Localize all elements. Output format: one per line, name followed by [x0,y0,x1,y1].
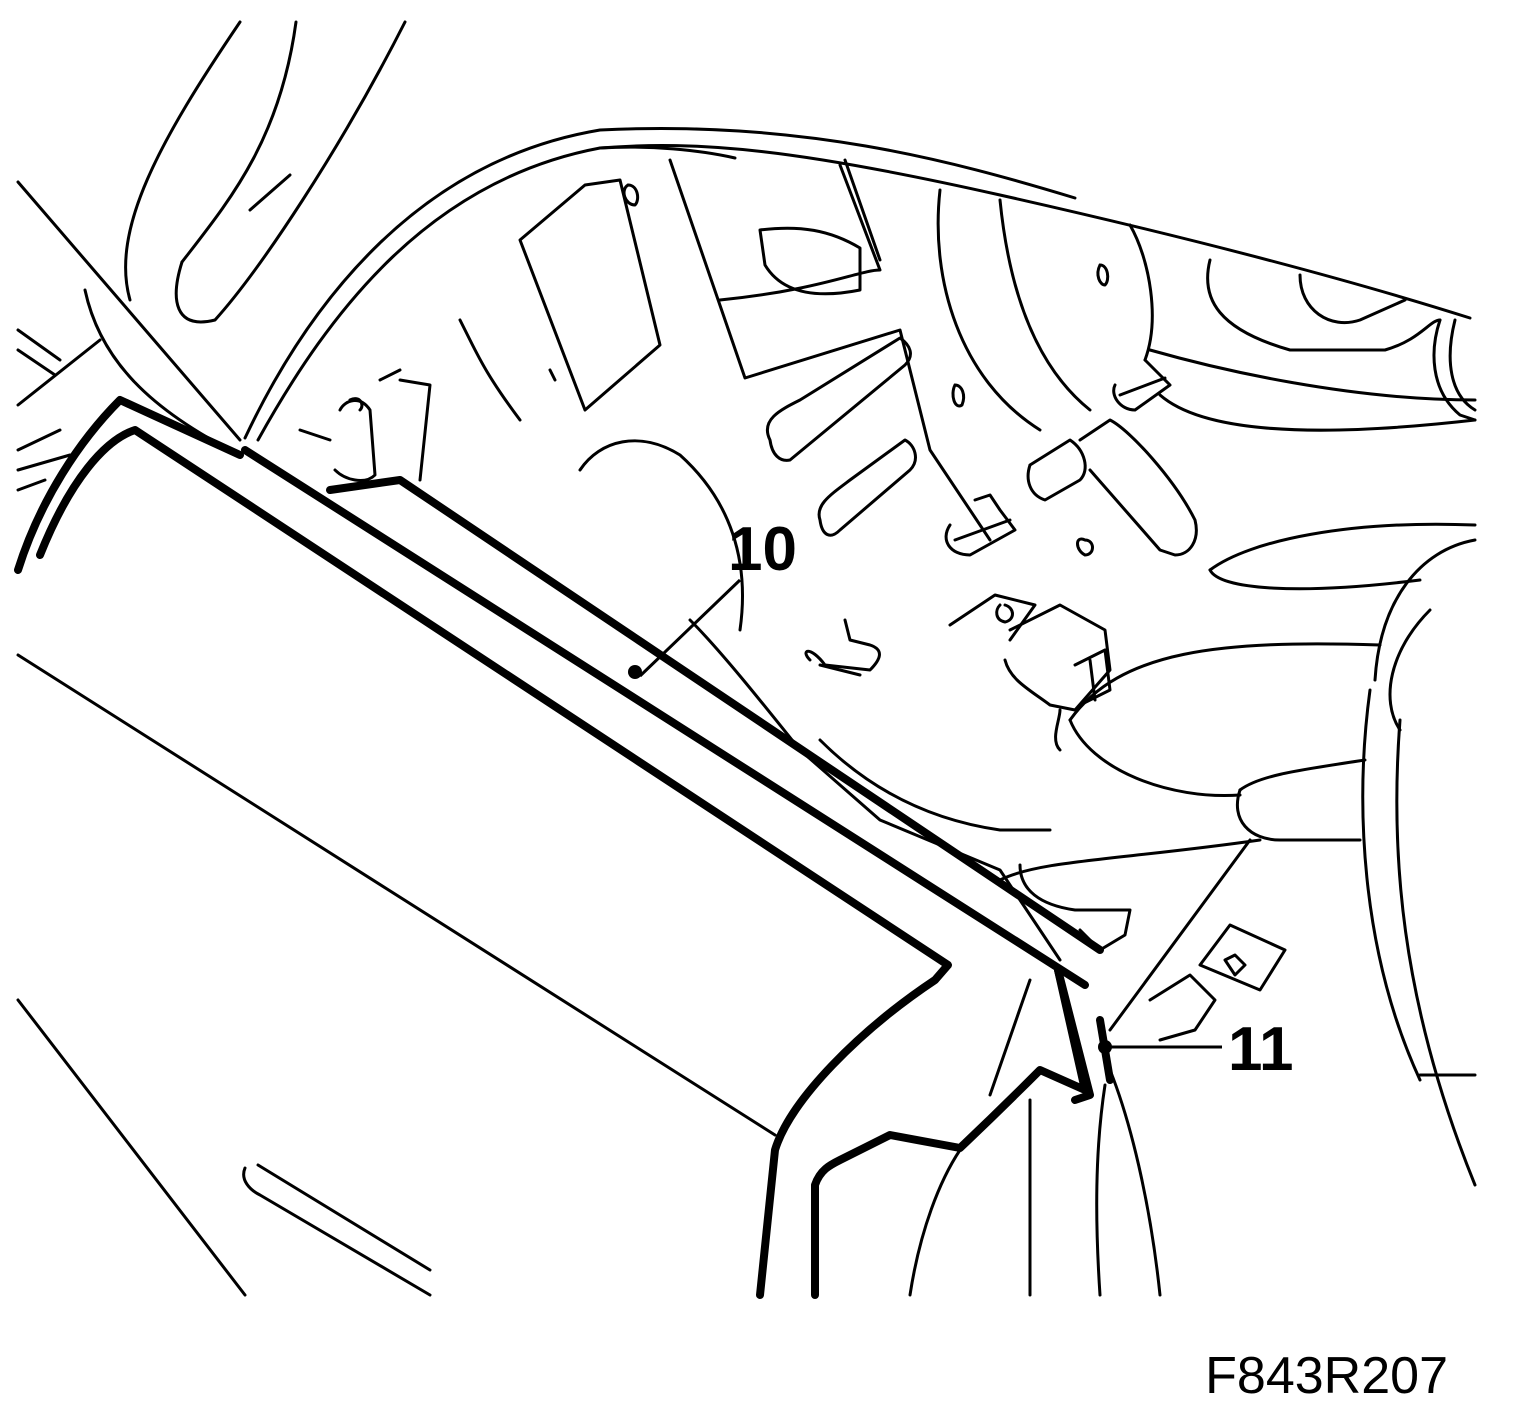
callout-11: 11 [1098,1015,1294,1084]
bulkhead-panel [458,158,1154,632]
connector [948,418,1198,752]
pillar-left [16,20,407,457]
callout-11-dot [1098,1040,1112,1054]
figure-id: F843R207 [1205,1347,1448,1405]
callout-10-dot [628,665,642,679]
lower-right-structure [1108,538,1477,1187]
left-edge-details [16,328,102,492]
right-body-curves [1068,258,1477,798]
main-panel [14,396,952,1299]
callout-10-label: 10 [728,515,797,584]
callout-10: 10 [628,515,797,679]
callout-11-label: 11 [1228,1015,1294,1084]
interior-lines [298,368,1262,962]
clips [804,358,1172,677]
trim-piece [811,966,1162,1299]
roof-arch [243,126,1472,442]
edge-strip [241,446,1114,1084]
